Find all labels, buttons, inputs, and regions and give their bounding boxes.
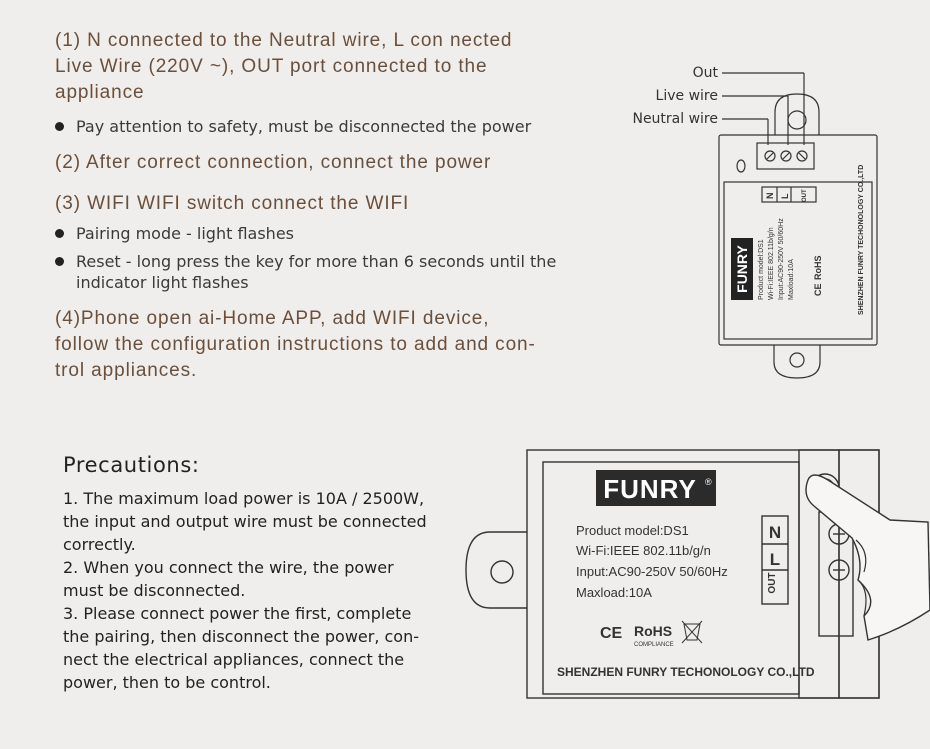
- step-2: (2) After correct connection, connect th…: [55, 152, 492, 173]
- small-maker: SHENZHEN FUNRY TECHONOLOGY CO.,LTD: [858, 165, 865, 315]
- precaution-line: must be disconnected.: [63, 581, 246, 600]
- step-4-line-1: (4)Phone open ai-Home APP, add WIFI devi…: [55, 308, 490, 329]
- step-1-line-3: appliance: [55, 82, 145, 103]
- spec-input: Input:AC90-250V 50/60Hz: [576, 564, 728, 579]
- step-4-line-3: trol appliances.: [55, 360, 198, 381]
- step-4: (4)Phone open ai-Home APP, add WIFI devi…: [55, 306, 536, 384]
- precaution-line: 3. Please connect power the first, compl…: [63, 604, 412, 623]
- small-ce: CE: [813, 283, 823, 296]
- small-terminal-n: N: [765, 193, 775, 200]
- brand-logo-text: FUNRY: [603, 474, 697, 504]
- precautions-list: 1. The maximum load power is 10A / 2500W…: [63, 487, 427, 694]
- small-maxload: Maxload:10A: [788, 259, 795, 300]
- precaution-line: the input and output wire must be connec…: [63, 512, 427, 531]
- precaution-line: power, then to be control.: [63, 673, 271, 692]
- bullet-safety: Pay attention to safety, must be disconn…: [55, 116, 575, 137]
- bullet-reset: Reset - long press the key for more than…: [55, 251, 585, 293]
- hand-illustration: [805, 474, 930, 641]
- rohs-sub: COMPLIANCE: [634, 642, 674, 648]
- step-1: (1) N connected to the Neutral wire, L c…: [55, 28, 512, 106]
- terminal-n: N: [769, 523, 781, 542]
- precaution-line: the pairing, then disconnect the power, …: [63, 627, 419, 646]
- bullet-reset-line-1: Reset - long press the key for more than…: [76, 252, 557, 271]
- bullet-reset-line-2: indicator light flashes: [76, 273, 249, 292]
- precautions-title: Precautions:: [63, 453, 200, 477]
- terminal-l: L: [770, 550, 780, 569]
- bullet-pairing: Pairing mode - light flashes: [55, 223, 575, 244]
- brand-logo: [596, 470, 716, 506]
- bullet-dot: [55, 229, 64, 238]
- bullet-pairing-text: Pairing mode - light flashes: [76, 224, 294, 243]
- spec-maxload: Maxload:10A: [576, 585, 652, 600]
- small-terminal-out: OUT: [802, 189, 808, 202]
- step-4-line-2: follow the configuration instructions to…: [55, 334, 536, 355]
- spec-wifi: Wi-Fi:IEEE 802.11b/g/n: [576, 543, 711, 558]
- label-neutral-wire: Neutral wire: [632, 111, 718, 127]
- weee-bin-icon: [681, 620, 703, 644]
- bullet-dot: [55, 257, 64, 266]
- precaution-line: nect the electrical appliances, connect …: [63, 650, 405, 669]
- bullet-reset-text: Reset - long press the key for more than…: [76, 251, 556, 293]
- label-out: Out: [692, 65, 718, 81]
- spec-model: Product model:DS1: [576, 523, 689, 538]
- terminal-out: OUT: [767, 572, 778, 593]
- step-1-line-2: Live Wire (220V ~), OUT port connected t…: [55, 56, 488, 77]
- bullet-safety-text: Pay attention to safety, must be disconn…: [76, 117, 532, 136]
- small-input: Input:AC90-250V 50/60Hz: [778, 218, 785, 300]
- precaution-line: 1. The maximum load power is 10A / 2500W…: [63, 489, 425, 508]
- small-wifi: Wi-Fi:IEEE 802.11b/g/n: [768, 227, 775, 300]
- ce-mark: CE: [600, 625, 623, 642]
- small-brand-text: FUNRY: [734, 244, 750, 292]
- small-rohs: RoHS: [813, 256, 823, 281]
- precaution-line: correctly.: [63, 535, 136, 554]
- label-live-wire: Live wire: [655, 88, 718, 104]
- registered-mark: ®: [705, 477, 712, 487]
- manufacturer: SHENZHEN FUNRY TECHONOLOGY CO.,LTD: [557, 665, 815, 679]
- small-terminal-l: L: [780, 193, 790, 199]
- rohs-mark: RoHS: [634, 623, 672, 639]
- small-brand-logo: [731, 238, 753, 300]
- small-model: Product model:DS1: [758, 239, 765, 300]
- wiring-diagram: FUNRY Product model:DS1 Wi-Fi:IEEE 802.1…: [718, 72, 878, 379]
- step-3: (3) WIFI WIFI switch connect the WIFI: [55, 193, 410, 214]
- bullet-dot: [55, 122, 64, 131]
- device-illustration: FUNRY ® Product model:DS1 Wi-Fi:IEEE 802…: [465, 449, 930, 699]
- step-1-line-1: (1) N connected to the Neutral wire, L c…: [55, 30, 513, 51]
- precaution-line: 2. When you connect the wire, the power: [63, 558, 394, 577]
